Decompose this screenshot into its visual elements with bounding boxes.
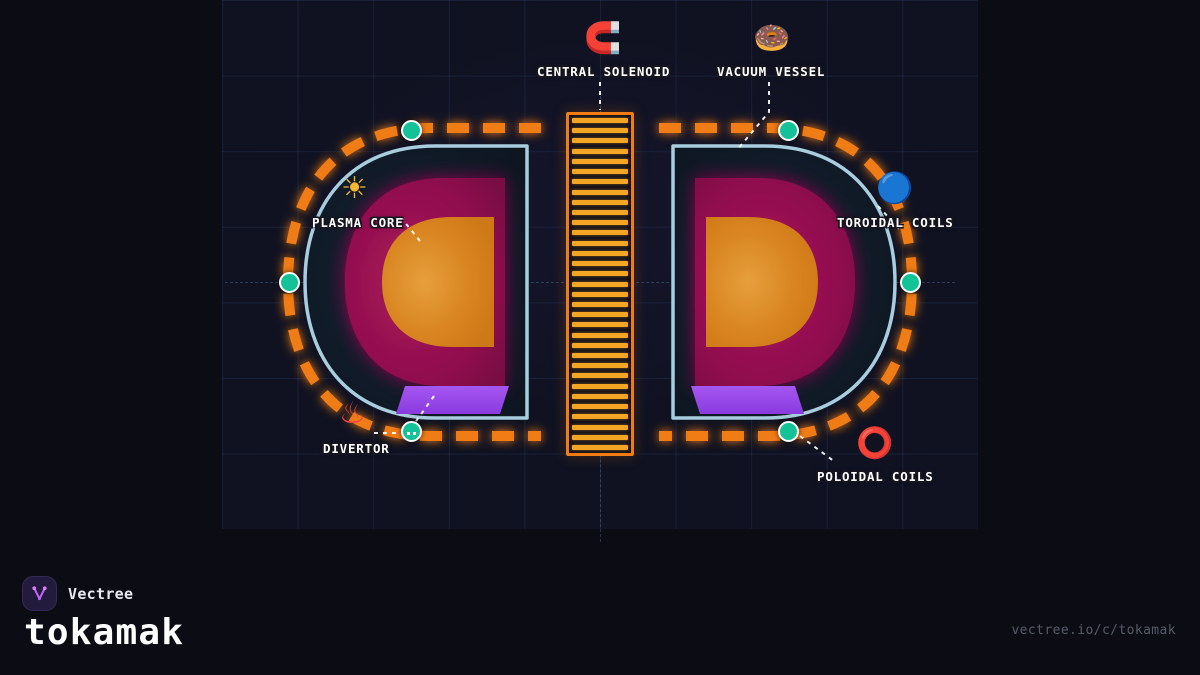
- solenoid-winding: [572, 179, 628, 185]
- leader-lines: [374, 82, 903, 463]
- solenoid-winding: [572, 404, 628, 410]
- solenoid-winding: [572, 434, 628, 440]
- leader-plasma-core: [397, 213, 421, 242]
- solenoid-winding: [572, 383, 628, 389]
- solenoid-winding: [572, 261, 628, 267]
- solenoid-winding: [572, 414, 628, 420]
- handle-bottom-right[interactable]: [778, 421, 799, 442]
- vectree-v-logo-icon: [22, 576, 57, 611]
- label-poloidal-coils[interactable]: POLOIDAL COILS: [817, 469, 934, 484]
- vessel-right[interactable]: [671, 144, 897, 420]
- solenoid-winding: [572, 118, 628, 123]
- divertor-plate-right: [691, 386, 804, 414]
- donut-icon: 🍩: [753, 21, 791, 56]
- leader-poloidal-coils: [799, 435, 836, 463]
- solenoid-winding: [572, 373, 628, 379]
- handle-top-left[interactable]: [401, 120, 422, 141]
- page-title: tokamak: [24, 612, 185, 653]
- solenoid-winding: [572, 240, 628, 246]
- sun-icon: ☀: [341, 171, 368, 206]
- leader-divertor-plate: [413, 395, 435, 425]
- handle-bottom-left[interactable]: [401, 421, 422, 442]
- solenoid-winding: [572, 220, 628, 226]
- solenoid-winding: [572, 148, 628, 154]
- handle-mid-right[interactable]: [900, 272, 921, 293]
- central-solenoid-coil[interactable]: [566, 112, 634, 456]
- label-vacuum-vessel[interactable]: VACUUM VESSEL: [717, 64, 826, 79]
- leader-vacuum-vessel: [736, 82, 770, 151]
- solenoid-winding: [572, 281, 628, 287]
- solenoid-winding: [572, 424, 628, 430]
- hot-springs-icon: ♨: [339, 396, 366, 431]
- solenoid-winding: [572, 250, 628, 256]
- brand-name: Vectree: [68, 584, 134, 603]
- label-central-solenoid[interactable]: CENTRAL SOLENOID: [537, 64, 671, 79]
- solenoid-winding: [572, 128, 628, 134]
- solenoid-winding: [572, 209, 628, 215]
- share-url[interactable]: vectree.io/c/tokamak: [1011, 623, 1176, 638]
- solenoid-winding: [572, 271, 628, 277]
- solenoid-winding: [572, 353, 628, 359]
- handle-mid-left[interactable]: [279, 272, 300, 293]
- label-toroidal-coils[interactable]: TOROIDAL COILS: [837, 215, 954, 230]
- divertor-plate-left: [396, 386, 509, 414]
- label-divertor[interactable]: DIVERTOR: [323, 441, 390, 456]
- solenoid-winding: [572, 393, 628, 399]
- solenoid-winding: [572, 445, 628, 450]
- brand-block: Vectree: [22, 576, 133, 611]
- handle-top-right[interactable]: [778, 120, 799, 141]
- leader-toroidal-coils: [877, 205, 903, 233]
- solenoid-winding: [572, 342, 628, 348]
- solenoid-winding: [572, 301, 628, 307]
- solenoid-winding: [572, 363, 628, 369]
- solenoid-winding: [572, 189, 628, 195]
- solenoid-winding: [572, 158, 628, 164]
- red-ring-icon: ⭕: [856, 426, 894, 461]
- solenoid-winding: [572, 138, 628, 144]
- vessel-left[interactable]: [303, 144, 529, 420]
- toroidal-coil-loops[interactable]: [282, 123, 918, 441]
- solenoid-winding: [572, 291, 628, 297]
- label-plasma-core[interactable]: PLASMA CORE: [312, 215, 404, 230]
- solenoid-winding: [572, 199, 628, 205]
- blue-circle-icon: 🔵: [876, 171, 914, 206]
- solenoid-winding: [572, 230, 628, 236]
- solenoid-winding: [572, 312, 628, 318]
- solenoid-winding: [572, 169, 628, 175]
- magnet-icon: 🧲: [584, 21, 622, 56]
- solenoid-winding: [572, 332, 628, 338]
- solenoid-winding: [572, 322, 628, 328]
